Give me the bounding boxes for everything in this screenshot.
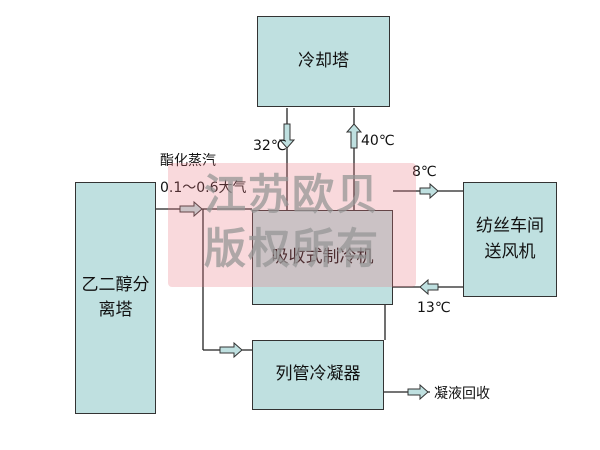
absorption-chiller-box: 吸收式制冷机: [252, 210, 393, 305]
temp-8-label: 8℃: [412, 164, 437, 180]
cooling-tower-box: 冷却塔: [257, 16, 390, 107]
watermark-line-1: 江苏欧贝: [203, 170, 380, 219]
arrow-right-icon: [179, 200, 203, 218]
arrow-left-icon: [419, 278, 439, 296]
arrow-down-icon: [278, 123, 296, 149]
glycol-tower-label-2: 离塔: [98, 300, 133, 320]
arrow-up-icon: [345, 123, 363, 149]
watermark: 江苏欧贝 版权所有: [168, 168, 416, 276]
glycol-tower-label-1: 乙二醇分: [81, 274, 150, 295]
arrow-right-icon: [419, 182, 439, 200]
arrow-right-icon: [407, 383, 429, 401]
temp-32-label: 32℃: [253, 138, 287, 154]
spinning-fan-box: 纺丝车间 送风机: [463, 182, 557, 297]
temp-40-label: 40℃: [361, 133, 395, 149]
steam-label-2: 0.1～0.6大气: [160, 180, 247, 196]
arrow-right-icon: [219, 341, 243, 359]
glycol-tower-box: 乙二醇分 离塔: [75, 182, 156, 414]
spinning-fan-label-1: 纺丝车间: [476, 216, 544, 236]
tube-condenser-label: 列管冷凝器: [275, 364, 361, 385]
absorption-chiller-label: 吸收式制冷机: [271, 246, 374, 267]
temp-13-label: 13℃: [417, 300, 451, 316]
tube-condenser-box: 列管冷凝器: [252, 340, 384, 410]
watermark-line-2: 版权所有: [203, 224, 380, 273]
steam-label-1: 酯化蒸汽: [160, 153, 216, 169]
spinning-fan-label-2: 送风机: [484, 241, 536, 262]
condensate-label: 凝液回收: [434, 386, 490, 402]
cooling-tower-label: 冷却塔: [298, 50, 349, 71]
watermark-background: [168, 163, 416, 287]
